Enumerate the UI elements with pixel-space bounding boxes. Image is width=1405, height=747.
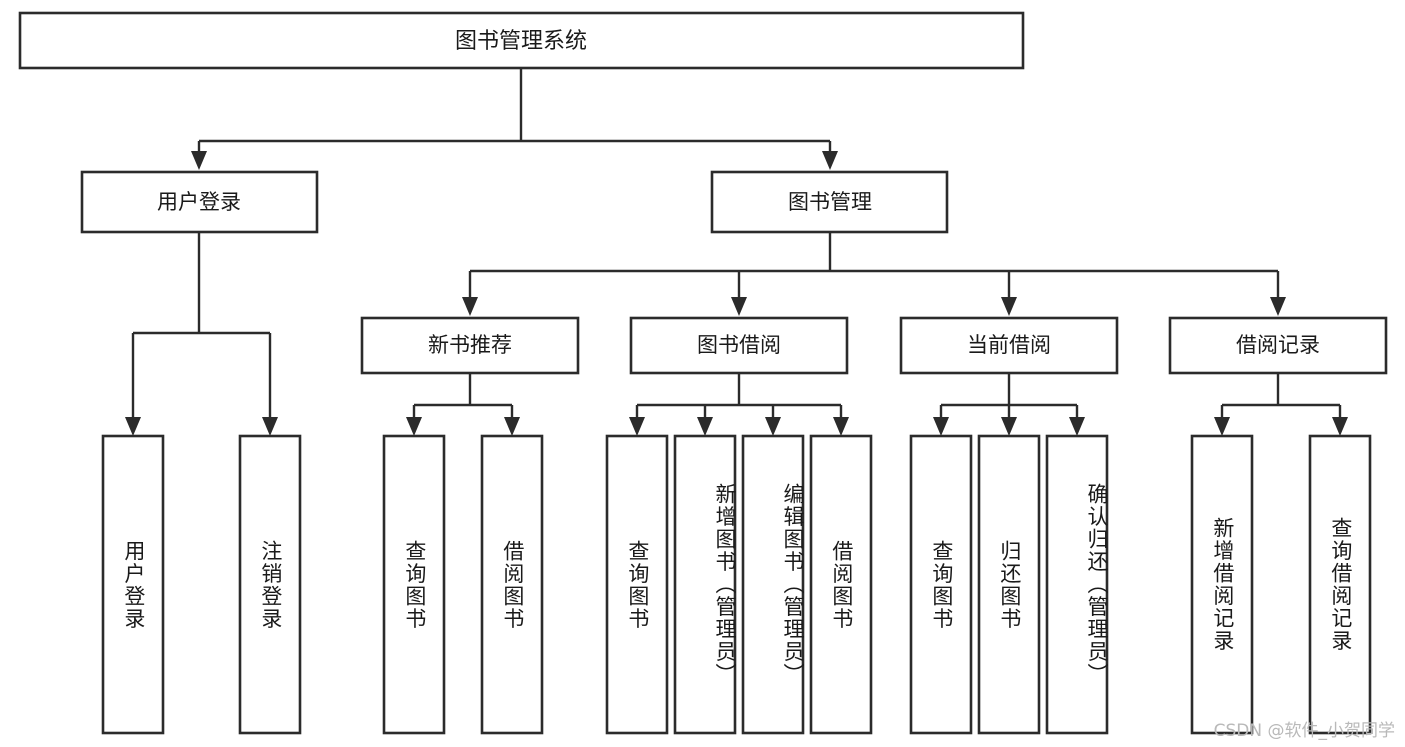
leaf-node-return-book[interactable] bbox=[977, 434, 1041, 735]
root-label: 图书管理系统 bbox=[455, 29, 587, 54]
arrow-down-icon bbox=[406, 417, 422, 436]
node-book-management[interactable]: 图书管理 bbox=[710, 170, 949, 234]
leaf-box-return-book bbox=[977, 434, 1041, 735]
leaf-node-confirm-return[interactable] bbox=[1045, 434, 1109, 735]
leaf-node-borrow-book[interactable] bbox=[809, 434, 873, 735]
csdn-watermark: CSDN @软件_小贺同学 bbox=[1213, 721, 1395, 741]
node-user-login[interactable]: 用户登录 bbox=[80, 170, 319, 234]
leaf-box-user-login bbox=[101, 434, 165, 735]
current-borrow-label: 当前借阅 bbox=[967, 333, 1051, 357]
root-box bbox=[18, 11, 1025, 70]
connector-book-borrow-to-leaves bbox=[629, 373, 849, 436]
arrow-down-icon bbox=[462, 297, 478, 316]
arrow-down-icon bbox=[1270, 297, 1286, 316]
arrow-down-icon bbox=[262, 417, 278, 436]
new-book-recommend-label: 新书推荐 bbox=[428, 333, 512, 357]
leaf-box-query-book-newbook bbox=[382, 434, 446, 735]
node-new-book-recommend[interactable]: 新书推荐 bbox=[360, 316, 580, 375]
new-book-recommend-box bbox=[360, 316, 580, 375]
connector-borrow-record-to-leaves bbox=[1214, 373, 1348, 436]
leaf-node-borrow-book-newbook[interactable] bbox=[480, 434, 544, 735]
leaf-node-query-borrow-record[interactable] bbox=[1308, 434, 1372, 735]
leaf-box-query-book-borrow bbox=[605, 434, 669, 735]
leaf-box-add-book bbox=[673, 434, 737, 735]
arrow-down-icon bbox=[504, 417, 520, 436]
node-root[interactable]: 图书管理系统 bbox=[18, 11, 1025, 70]
leaf-node-query-book-borrow[interactable] bbox=[605, 434, 669, 735]
node-current-borrow[interactable]: 当前借阅 bbox=[899, 316, 1119, 375]
connector-book-management-to-level3 bbox=[462, 232, 1286, 316]
leaf-node-query-book-newbook[interactable] bbox=[382, 434, 446, 735]
book-management-box bbox=[710, 170, 949, 234]
borrow-record-box bbox=[1168, 316, 1388, 375]
user-login-label: 用户登录 bbox=[157, 190, 241, 214]
leaf-node-query-book-current[interactable] bbox=[909, 434, 973, 735]
leaf-node-logout[interactable] bbox=[238, 434, 302, 735]
leaf-box-query-book-current bbox=[909, 434, 973, 735]
arrow-down-icon bbox=[1214, 417, 1230, 436]
arrow-down-icon bbox=[765, 417, 781, 436]
current-borrow-box bbox=[899, 316, 1119, 375]
arrow-down-icon bbox=[697, 417, 713, 436]
arrow-down-icon bbox=[191, 151, 207, 170]
leaf-box-confirm-return bbox=[1045, 434, 1109, 735]
leaf-box-edit-book bbox=[741, 434, 805, 735]
leaf-box-query-borrow-record bbox=[1308, 434, 1372, 735]
leaf-node-user-login[interactable] bbox=[101, 434, 165, 735]
connector-root-to-level2 bbox=[191, 68, 838, 170]
leaf-box-borrow-book bbox=[809, 434, 873, 735]
arrow-down-icon bbox=[933, 417, 949, 436]
connector-current-borrow-to-leaves bbox=[933, 373, 1085, 436]
leaf-node-edit-book[interactable] bbox=[741, 434, 805, 735]
leaf-box-logout bbox=[238, 434, 302, 735]
arrow-down-icon bbox=[629, 417, 645, 436]
arrow-down-icon bbox=[1069, 417, 1085, 436]
arrow-down-icon bbox=[1001, 417, 1017, 436]
arrow-down-icon bbox=[1001, 297, 1017, 316]
arrow-down-icon bbox=[822, 151, 838, 170]
arrow-down-icon bbox=[731, 297, 747, 316]
arrow-down-icon bbox=[1332, 417, 1348, 436]
book-borrow-label: 图书借阅 bbox=[697, 333, 781, 357]
leaf-box-borrow-book-newbook bbox=[480, 434, 544, 735]
leaf-node-add-borrow-record[interactable] bbox=[1190, 434, 1254, 735]
book-management-label: 图书管理 bbox=[788, 190, 872, 214]
node-borrow-record[interactable]: 借阅记录 bbox=[1168, 316, 1388, 375]
borrow-record-label: 借阅记录 bbox=[1236, 333, 1320, 357]
leaf-box-add-borrow-record bbox=[1190, 434, 1254, 735]
arrow-down-icon bbox=[833, 417, 849, 436]
connector-user-login-to-leaves bbox=[125, 232, 278, 436]
connector-new-book-to-leaves bbox=[406, 373, 520, 436]
node-book-borrow[interactable]: 图书借阅 bbox=[629, 316, 849, 375]
leaf-node-add-book[interactable] bbox=[673, 434, 737, 735]
arrow-down-icon bbox=[125, 417, 141, 436]
book-borrow-box bbox=[629, 316, 849, 375]
